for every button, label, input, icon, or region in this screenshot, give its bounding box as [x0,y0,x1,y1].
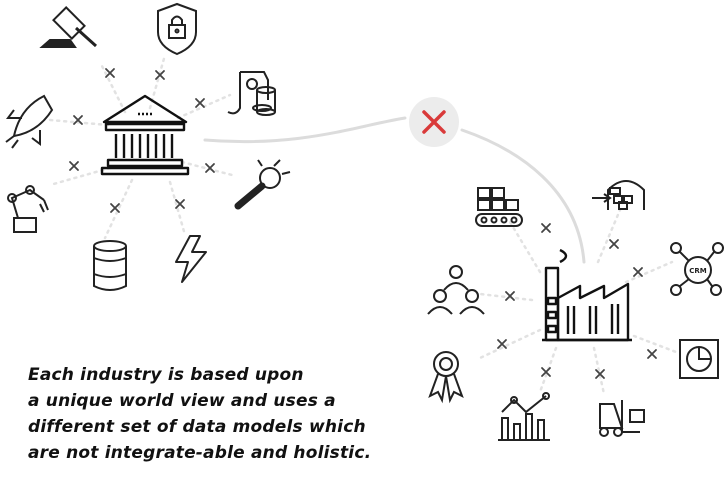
shield-lock-icon [157,2,197,56]
svg-text:CRM: CRM [689,267,707,275]
left-x-marks [69,68,215,213]
rocket-icon [5,94,54,149]
conveyor-boxes-icon [475,187,523,227]
pie-chart-icon [679,339,719,379]
warehouse-icon [592,180,645,210]
lightning-icon [175,235,207,283]
oil-barrel-icon [93,240,127,291]
robot-arm-icon [7,185,49,233]
connector-curve [203,116,586,264]
team-icon [427,265,485,315]
caption-line-1: Each industry is based upon [28,365,304,385]
red-cross-icon [409,97,459,147]
left-spokes [48,53,234,240]
caption-text: Each industry is based upon a unique wor… [28,362,408,466]
bank-icon [100,94,190,176]
right-x-marks [497,223,657,379]
caption-line-2: a unique world view and uses a [28,391,336,411]
forklift-icon [599,400,645,437]
wrench-bulb-icon [234,159,291,210]
right-spokes [478,208,678,396]
caption-line-4: are not integrate-able and holistic. [28,443,372,463]
crm-network-icon: CRM [670,242,724,296]
line-chart-icon [498,392,550,441]
award-ribbon-icon [428,351,464,404]
caption-line-3: different set of data models which [28,417,366,437]
certificate-coins-icon [227,71,276,116]
factory-icon [542,248,632,342]
gavel-icon [39,6,98,48]
